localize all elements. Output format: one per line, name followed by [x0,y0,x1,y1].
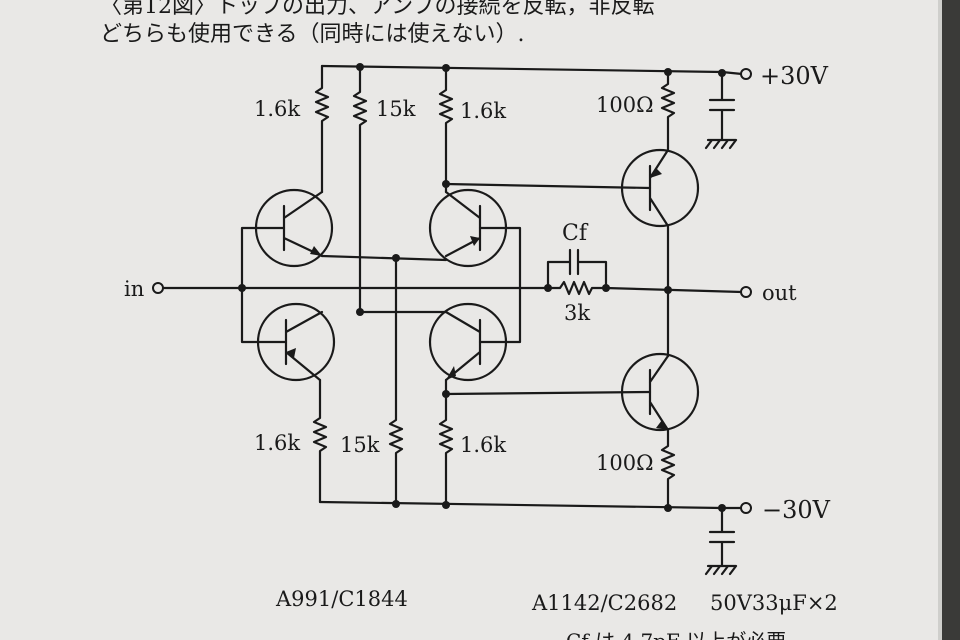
label-diff-pair: A991/C1844 [275,587,408,611]
output-wire [604,286,744,294]
header-line-2: どちらも使用できる（同時には使えない）. [100,22,525,47]
label-plus30v: +30V [760,62,829,90]
resistor-top-right [438,66,454,194]
bypass-cap-top [704,70,738,150]
label-r-bot-right: 1.6k [460,433,506,457]
label-r-top-right: 1.6k [460,99,506,123]
label-r-bot-left: 1.6k [254,431,300,455]
label-in: in [124,277,144,301]
terminal-plus30v [740,68,752,80]
terminal-out [740,286,752,298]
terminal-minus30v [740,502,752,514]
label-r-bot-mid: 15k [340,433,380,457]
header-line-1: 〈第12図〉トップの出力、アンプの接続を反転，非反転 [100,0,655,19]
resistor-top-mid [352,65,368,314]
label-r-out-top: 100Ω [596,93,654,117]
resistor-bot-mid [388,256,404,506]
label-bypass-caps: 50V33μF×2 [710,591,838,615]
feedback-capacitor [546,248,608,290]
resistor-top-left [314,64,330,194]
label-cf: Cf [562,221,589,246]
label-output-pair: A1142/C2682 [531,591,677,615]
footer-cropped-text: Cf は 4.7pF 以上が必要 [566,629,786,640]
book-edge [942,0,960,640]
bypass-cap-bot [704,506,738,576]
resistor-bot-left [312,378,328,504]
label-r-feedback: 3k [564,301,590,325]
feedback-resistor [546,280,608,296]
label-r-top-mid: 15k [376,97,416,121]
label-r-top-left: 1.6k [254,97,300,121]
terminal-in [152,282,164,294]
label-out: out [762,281,797,305]
resistor-out-top [660,70,676,152]
resistor-bot-right [438,378,454,507]
label-minus30v: −30V [762,496,831,524]
bottom-rail-wire [318,500,744,510]
label-r-out-bot: 100Ω [596,451,654,475]
page-edge-highlight [938,0,942,640]
resistor-out-bot [660,428,676,510]
top-rail-wire [320,64,744,76]
